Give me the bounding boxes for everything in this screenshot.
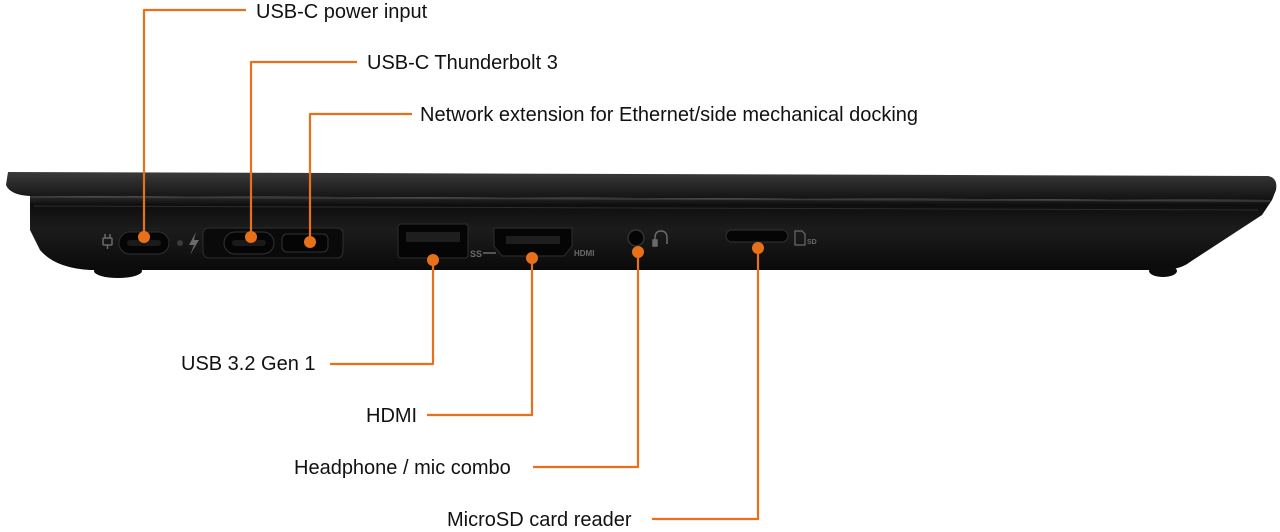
callout-dots: [138, 231, 764, 266]
power-plug-icon: [102, 234, 113, 249]
leader-usb-32: [330, 260, 435, 366]
leader-usb-c-thunderbolt: [249, 60, 357, 237]
callout-lines: [142, 8, 760, 521]
callout-label-usb-32: USB 3.2 Gen 1: [181, 353, 316, 375]
hdmi-marking: HDMI: [574, 249, 594, 258]
sd-card-icon: [794, 230, 806, 246]
leader-microsd: [652, 248, 760, 521]
dot-network-extension: [304, 236, 316, 248]
usb-c-thunderbolt-tongue: [232, 240, 266, 246]
laptop-side-profile: [6, 172, 1277, 278]
rubber-foot-right: [1149, 265, 1177, 277]
callout-label-network-extension: Network extension for Ethernet/side mech…: [420, 104, 919, 126]
callout-label-usb-c-thunderbolt: USB-C Thunderbolt 3: [367, 52, 558, 74]
hdmi-tongue: [506, 236, 560, 244]
rubber-foot-left: [94, 264, 142, 278]
microsd-slot: [725, 229, 789, 243]
headset-icon: [652, 230, 668, 247]
leader-hdmi: [427, 260, 534, 417]
usb-a-tongue: [406, 232, 460, 242]
callout-label-microsd: MicroSD card reader: [447, 509, 632, 531]
body-edge-highlight: [33, 205, 1259, 211]
callout-label-audio-combo: Headphone / mic combo: [294, 457, 511, 479]
leader-usb-c-power: [142, 8, 246, 237]
hinge-seam: [29, 196, 1271, 202]
charging-led: [177, 240, 183, 246]
callout-label-usb-c-power: USB-C power input: [256, 1, 428, 23]
dot-hdmi: [526, 252, 538, 264]
dot-usb-32: [427, 254, 439, 266]
callout-label-hdmi: HDMI: [366, 405, 418, 427]
dot-usb-c-thunderbolt: [245, 231, 257, 243]
audio-jack: [627, 229, 645, 247]
dot-audio-combo: [632, 246, 644, 258]
thunderbolt-icon: [189, 232, 199, 255]
sd-marking: SD: [807, 239, 817, 246]
dot-usb-c-power: [138, 231, 150, 243]
dot-microsd: [752, 242, 764, 254]
leader-audio-combo: [533, 252, 640, 469]
leader-network-extension: [308, 112, 412, 242]
superspeed-logo: SS: [470, 249, 482, 259]
laptop-lid: [6, 172, 1277, 200]
